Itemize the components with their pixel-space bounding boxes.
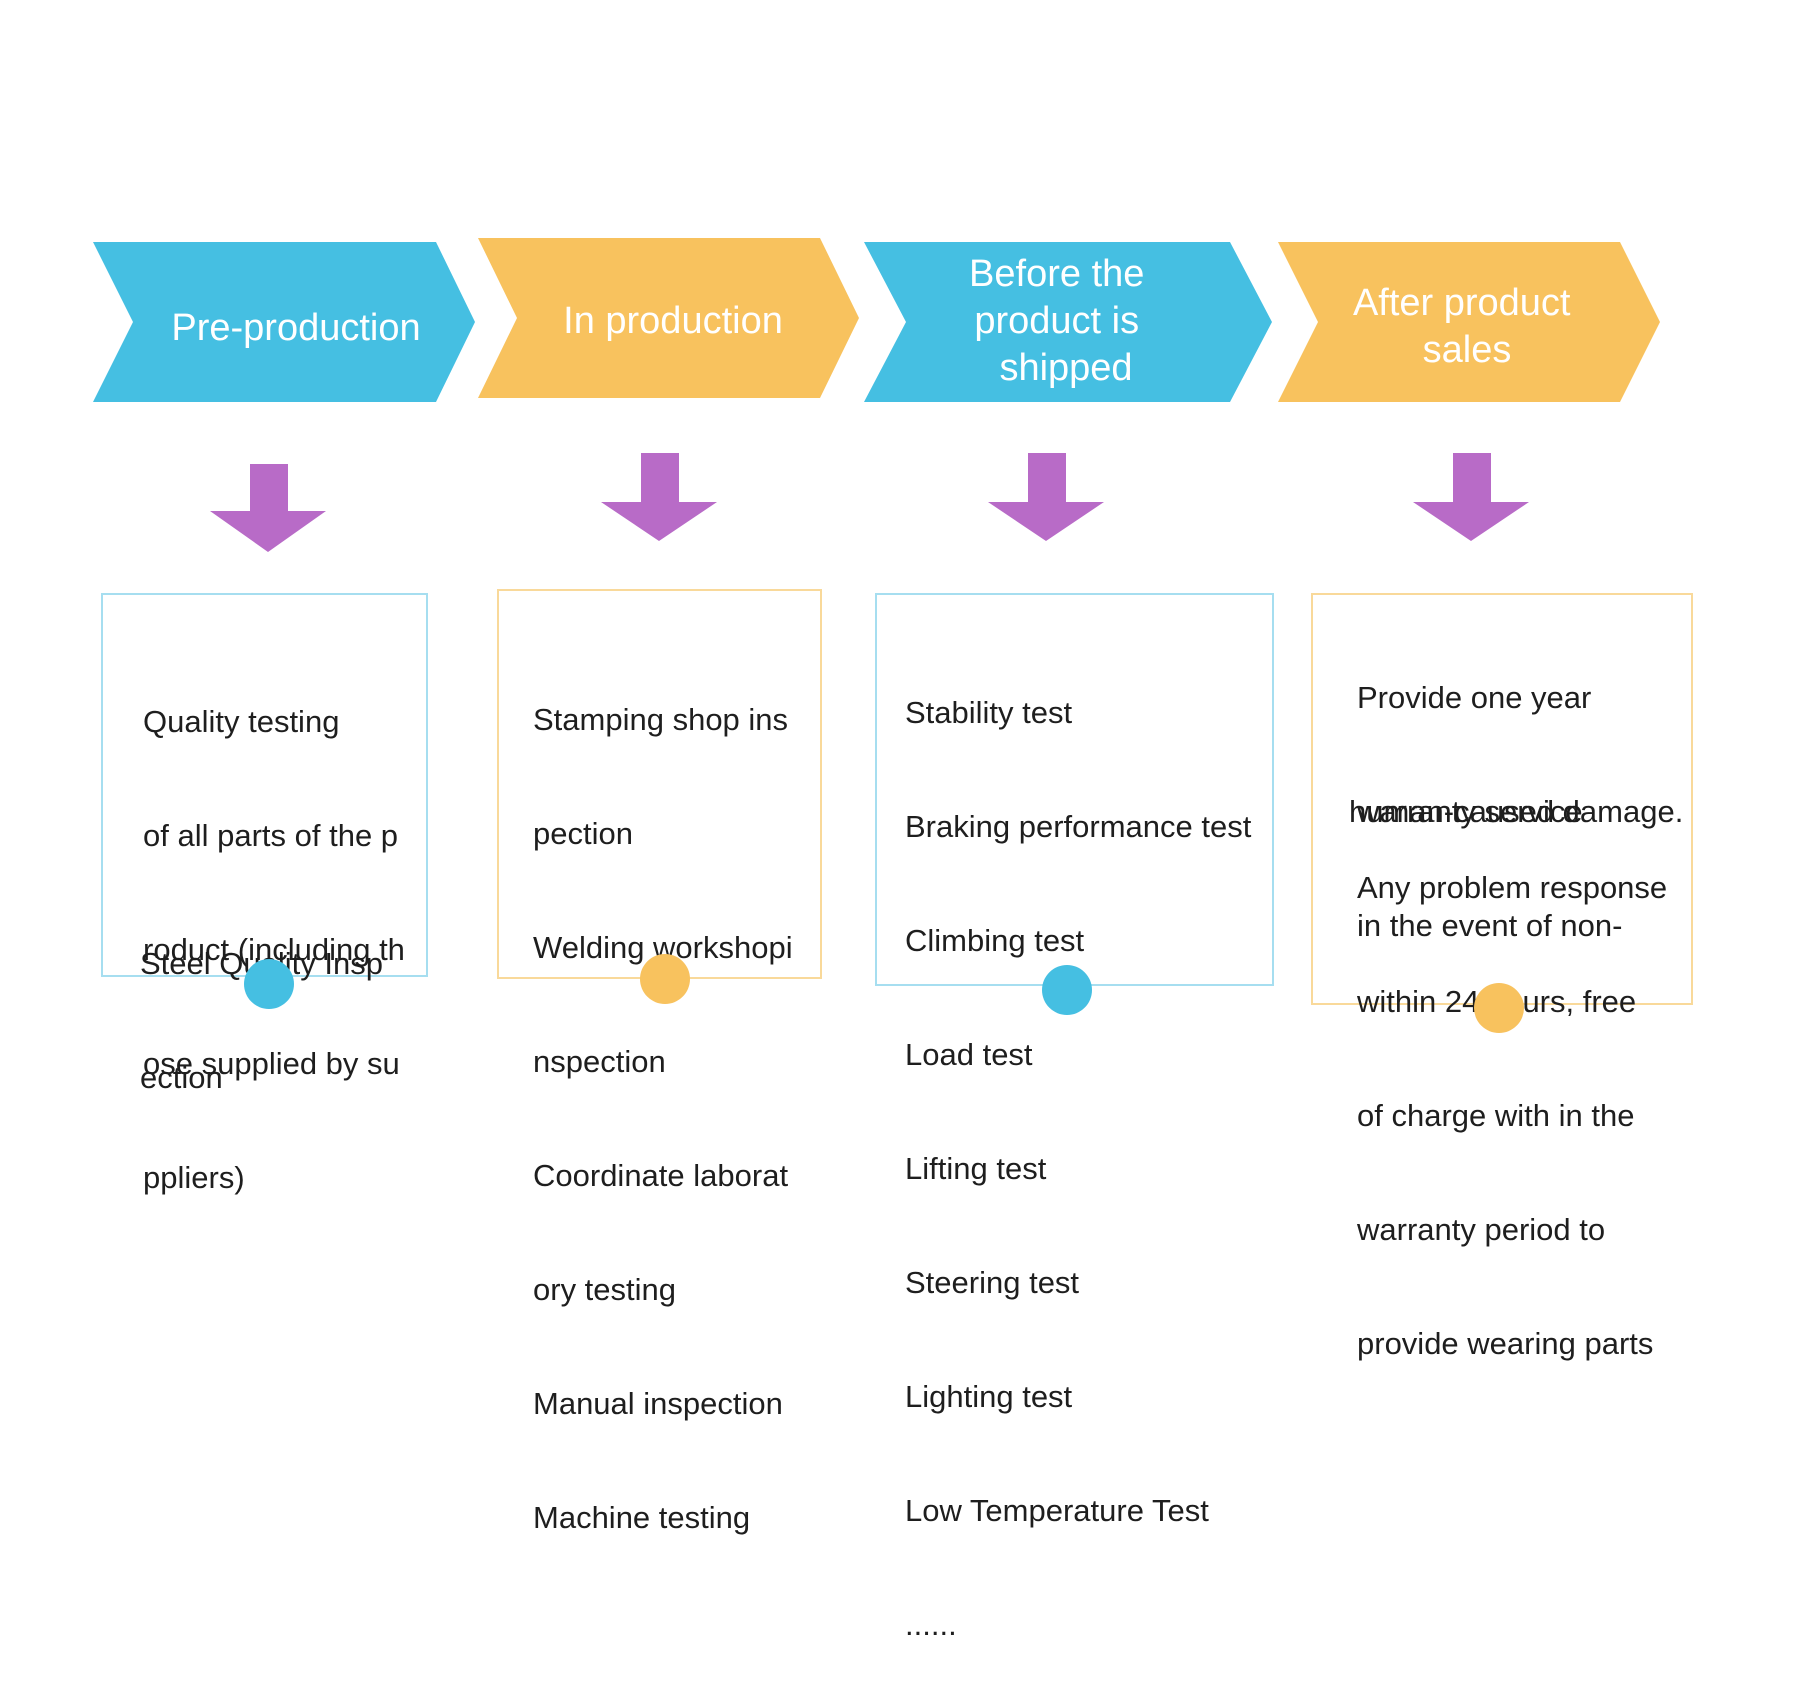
detail-text-after-sales-response: Any problem response within 24 hours, fr… xyxy=(1357,793,1667,1401)
detail-line: provide wearing parts xyxy=(1357,1326,1654,1361)
stage-title-line: Pre-production xyxy=(171,307,420,349)
stage-title-line: sales xyxy=(1423,329,1512,371)
stage-dot-orange xyxy=(1474,983,1524,1033)
detail-line: Manual inspection xyxy=(533,1386,783,1421)
stage-title-pre-production: Pre-production xyxy=(171,307,420,349)
stage-chevron-pre-production xyxy=(93,242,475,402)
detail-line: Low Temperature Test xyxy=(905,1493,1209,1528)
stage-title-line: Before the xyxy=(969,253,1144,295)
detail-text-in-production: Stamping shop ins pection Welding worksh… xyxy=(533,625,793,1575)
stage-chevron-before-shipping xyxy=(864,242,1272,402)
stage-chevron-in-production xyxy=(478,238,859,398)
stage-title-line: product is xyxy=(974,300,1139,342)
detail-text-after-sales: Provide one year warranty service in the… xyxy=(1357,603,1622,983)
stage-chevron-after-sales xyxy=(1278,242,1660,402)
detail-text-pre-production: Quality testing of all parts of the p ro… xyxy=(143,627,405,1235)
stage-dot-blue xyxy=(244,959,294,1009)
detail-line: in the event of non- xyxy=(1357,908,1623,943)
down-arrow-icon xyxy=(1413,453,1529,541)
stage-title-line: shipped xyxy=(999,347,1132,389)
detail-box-in-production xyxy=(497,589,822,979)
detail-box-pre-production xyxy=(101,593,428,977)
detail-line: of charge with in the xyxy=(1357,1098,1635,1133)
detail-line: warranty period to xyxy=(1357,1212,1606,1247)
detail-line: Lighting test xyxy=(905,1379,1073,1414)
detail-line: human-caused damage. xyxy=(1349,794,1684,829)
detail-line: Steering test xyxy=(905,1265,1080,1300)
detail-line: ppliers) xyxy=(143,1160,245,1195)
detail-line: Lifting test xyxy=(905,1151,1047,1186)
process-diagram: Pre-production In production Before the … xyxy=(93,238,1660,552)
detail-line: roduct (including th xyxy=(143,932,405,967)
detail-box-after-sales xyxy=(1311,593,1693,1005)
detail-line: Machine testing xyxy=(533,1500,751,1535)
stage-title-line: After product xyxy=(1353,282,1571,324)
detail-line: Provide one year xyxy=(1357,680,1592,715)
detail-box-before-shipping xyxy=(875,593,1274,986)
detail-line: Quality testing xyxy=(143,704,340,739)
detail-text-before-shipping: Stability test Braking performance test … xyxy=(905,618,1251,1682)
stage-title-after-sales: After product sales xyxy=(1353,282,1581,371)
stage-title-in-production: In production xyxy=(563,300,783,342)
detail-line: Coordinate laborat xyxy=(533,1158,789,1193)
stage-dot-blue xyxy=(1042,965,1092,1015)
detail-line: Climbing test xyxy=(905,923,1085,958)
stage-dot-orange xyxy=(640,954,690,1004)
detail-line: Load test xyxy=(905,1037,1033,1072)
detail-line: ection xyxy=(140,1060,223,1095)
down-arrow-icon xyxy=(988,453,1104,541)
down-arrow-icon xyxy=(601,453,717,541)
detail-line: Stamping shop ins xyxy=(533,702,789,737)
detail-line: Any problem response xyxy=(1357,870,1668,905)
detail-text-after-sales-damage: human-caused damage. xyxy=(1349,717,1683,869)
detail-line: Braking performance test xyxy=(905,809,1252,844)
stage-title-line: In production xyxy=(563,300,783,342)
detail-line: ory testing xyxy=(533,1272,677,1307)
down-arrow-icon xyxy=(210,464,326,552)
detail-line: pection xyxy=(533,816,633,851)
detail-line: warranty service xyxy=(1357,794,1583,829)
detail-line: nspection xyxy=(533,1044,666,1079)
detail-line: ...... xyxy=(905,1607,957,1642)
detail-line: ose supplied by su xyxy=(143,1046,400,1081)
detail-line: Welding workshopi xyxy=(533,930,793,965)
detail-line: of all parts of the p xyxy=(143,818,399,853)
stage-title-before-shipping: Before the product is shipped xyxy=(969,253,1155,389)
detail-line: Stability test xyxy=(905,695,1073,730)
